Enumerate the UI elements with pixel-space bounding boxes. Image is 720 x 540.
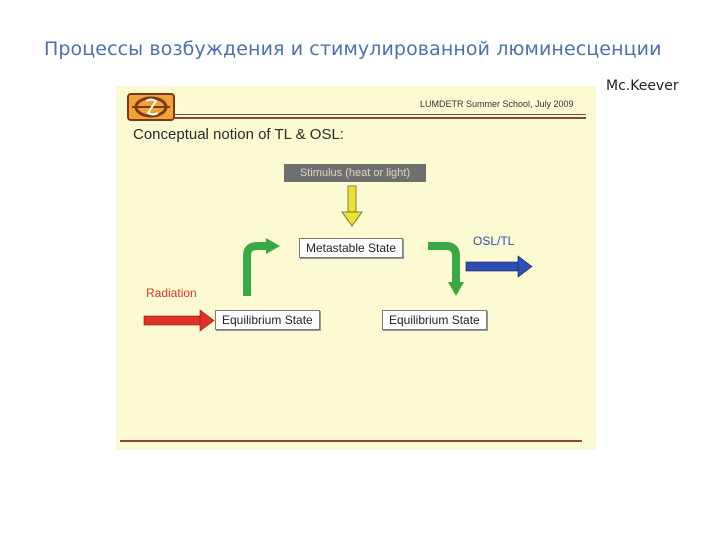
stimulus-box: Stimulus (heat or light): [284, 164, 426, 182]
header-rule-top: [174, 114, 586, 115]
excitation-arrow-icon: [243, 238, 280, 296]
author-credit: Mc.Keever: [606, 78, 679, 94]
header-text: LUMDETR Summer School, July 2009: [420, 99, 574, 109]
luminescence-arrow-icon: [465, 255, 533, 278]
relaxation-arrow-icon: [428, 242, 464, 296]
panel-heading: Conceptual notion of TL & OSL:: [133, 126, 344, 143]
radiation-arrow-icon: [143, 309, 215, 332]
metastable-state-box: Metastable State: [299, 238, 404, 258]
header-rule-bottom: [174, 117, 586, 119]
slide-title: Процессы возбуждения и стимулированной л…: [44, 38, 662, 60]
university-logo-icon: [127, 93, 175, 121]
output-label: OSL/TL: [473, 234, 515, 248]
equilibrium-state-right-box: Equilibrium State: [382, 310, 487, 330]
radiation-label: Radiation: [146, 286, 197, 300]
equilibrium-state-left-box: Equilibrium State: [215, 310, 320, 330]
diagram-arrows: [143, 185, 533, 332]
footer-rule: [120, 440, 582, 442]
slide-image-panel: LUMDETR Summer School, July 2009 Concept…: [116, 86, 596, 450]
stimulus-arrow-icon: [341, 185, 363, 227]
